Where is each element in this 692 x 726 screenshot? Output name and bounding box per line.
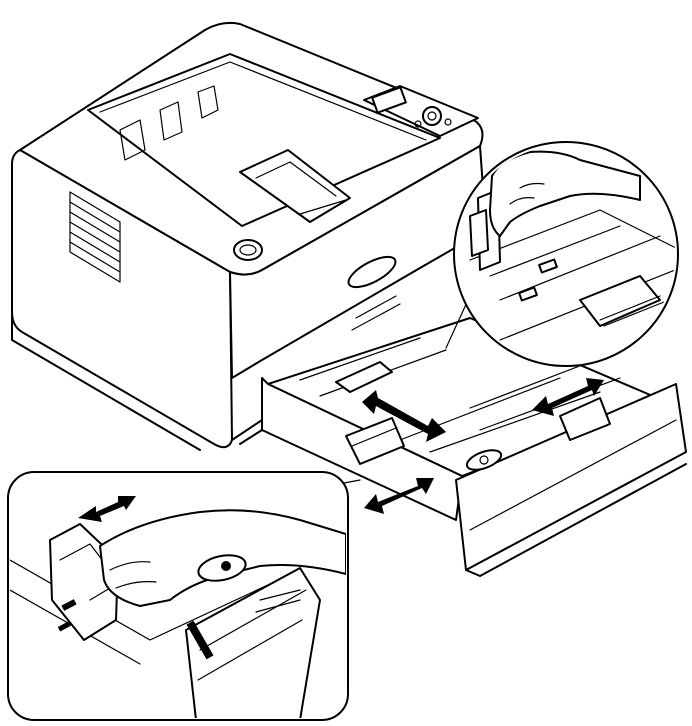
side-guide-arrow bbox=[78, 496, 136, 522]
output-tray-recess bbox=[87, 53, 441, 227]
length-guide-arrow bbox=[362, 390, 446, 442]
width-guide-arrow-right bbox=[532, 378, 604, 416]
paper-tray bbox=[239, 317, 687, 577]
width-guide-arrow-left bbox=[364, 478, 434, 514]
side-guide-detail-callout bbox=[7, 471, 361, 721]
operator-panel bbox=[363, 85, 479, 137]
power-button bbox=[233, 239, 263, 261]
front-cover-handle bbox=[347, 255, 401, 331]
paper-stopper bbox=[239, 149, 351, 223]
rear-guide-detail-callout bbox=[445, 141, 679, 367]
side-vents bbox=[69, 191, 121, 283]
